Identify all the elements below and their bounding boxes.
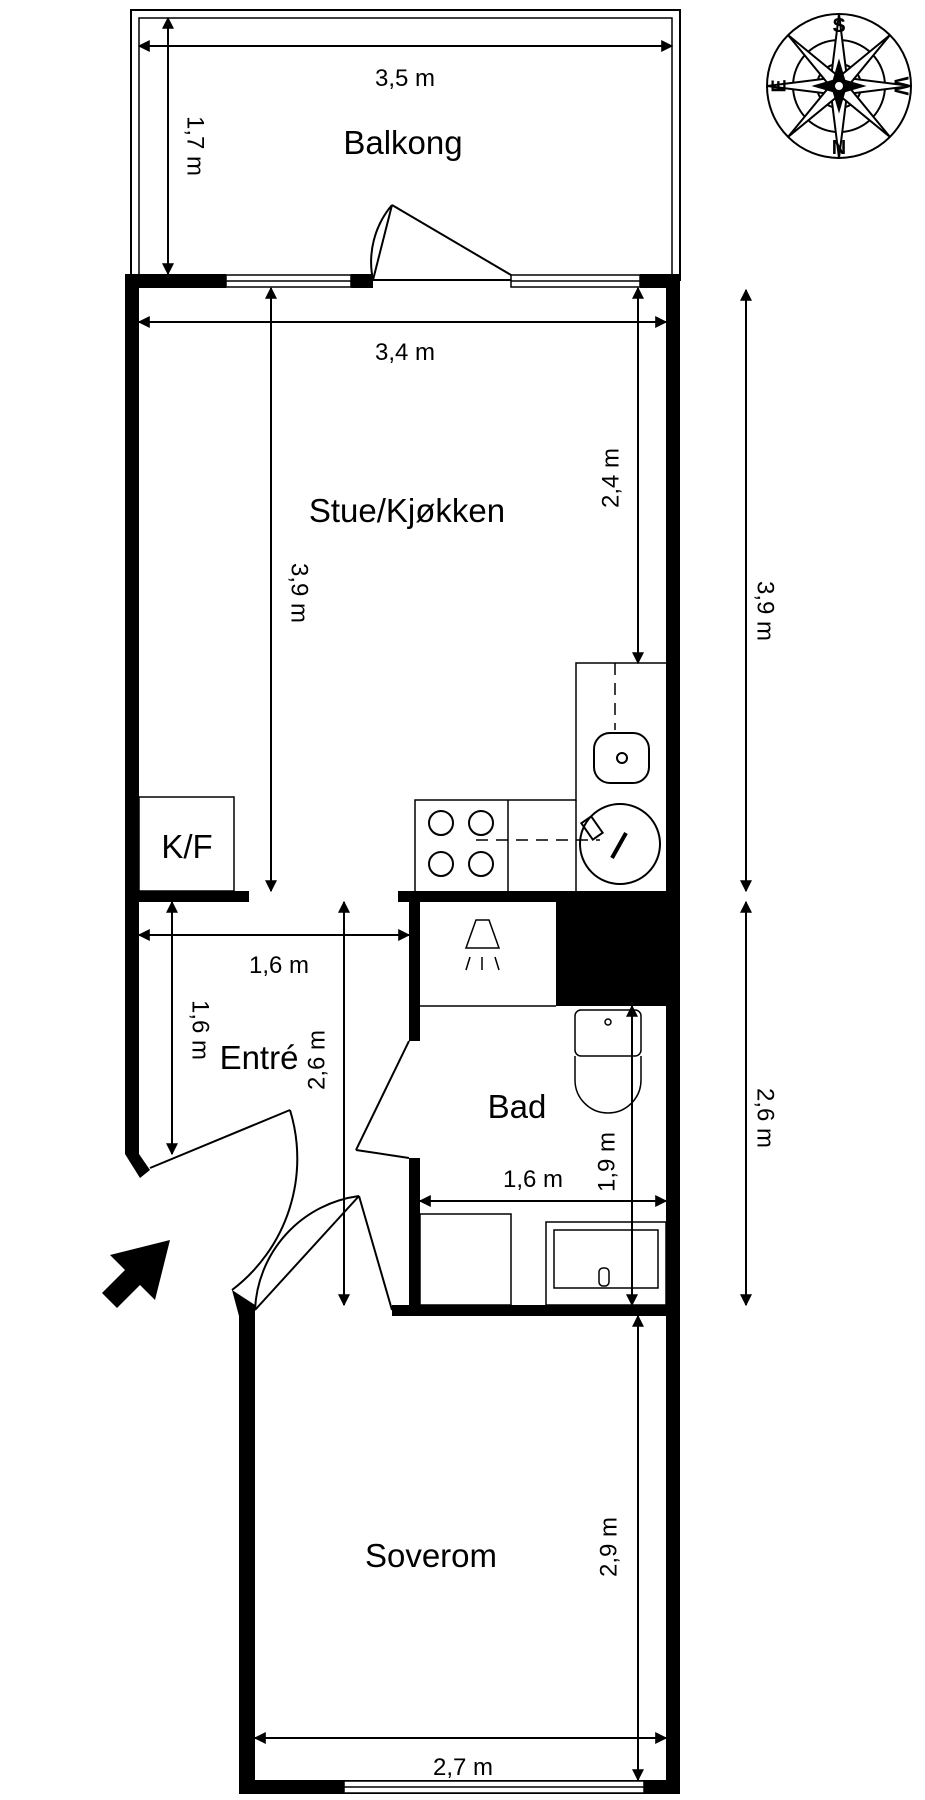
dim-soverom-width: 2,7 m	[433, 1754, 493, 1781]
toilet-icon	[574, 1009, 642, 1114]
doors	[149, 204, 556, 1311]
kf-closet	[138, 796, 235, 892]
room-label-entre: Entré	[220, 1039, 299, 1076]
compass-south: S	[832, 15, 845, 37]
dim-kitchen-depth: 2,4 m	[597, 448, 624, 508]
room-label-kf: K/F	[161, 828, 212, 865]
kitchen-counter	[414, 662, 666, 891]
dim-soverom-depth: 2,9 m	[595, 1517, 622, 1577]
dim-entre-height: 2,6 m	[303, 1030, 330, 1090]
dim-entre-width: 1,6 m	[249, 952, 309, 979]
bathroom-fixtures	[419, 1213, 667, 1306]
dim-balkong-depth: 1,7 m	[182, 116, 209, 176]
compass-rose-icon	[766, 13, 912, 159]
dim-stue-depth: 3,9 m	[286, 563, 313, 623]
room-label-stue-kjokken: Stue/Kjøkken	[309, 492, 505, 529]
room-label-bad: Bad	[488, 1088, 547, 1125]
dim-outer-lower: 2,6 m	[752, 1088, 779, 1148]
compass-east: E	[768, 79, 790, 92]
room-label-balkong: Balkong	[343, 124, 462, 161]
balcony	[130, 9, 681, 281]
dim-bad-depth: 1,9 m	[593, 1132, 620, 1192]
sink-icon	[579, 732, 661, 885]
dim-outer-upper: 3,9 m	[752, 581, 779, 641]
entrance-arrow-icon	[102, 1240, 170, 1308]
dimension-lines	[137, 16, 752, 1782]
dim-stue-width: 3,4 m	[375, 339, 435, 366]
compass-north: N	[832, 137, 846, 159]
dim-balkong-width: 3,5 m	[375, 65, 435, 92]
shower-icon	[464, 919, 501, 971]
stove-icon	[428, 810, 494, 877]
windows	[225, 274, 645, 1794]
dim-entre-depth: 1,6 m	[187, 1000, 214, 1060]
compass-west: W	[890, 77, 912, 96]
room-label-soverom: Soverom	[365, 1537, 497, 1574]
dim-bad-width: 1,6 m	[503, 1166, 563, 1193]
